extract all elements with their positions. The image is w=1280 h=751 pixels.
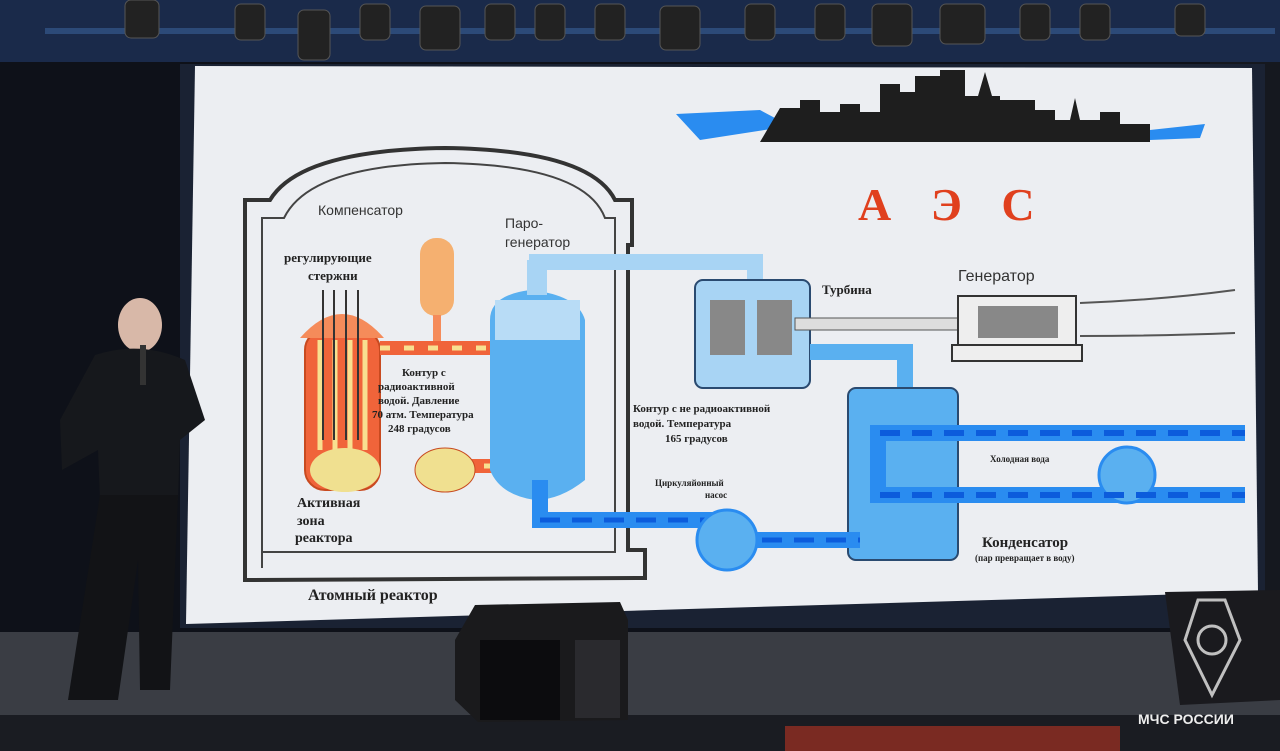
steam-line <box>529 254 763 280</box>
generator <box>951 289 1236 362</box>
label-primary-2: радиоактивной <box>378 381 455 393</box>
mchs-emblem <box>1183 598 1242 699</box>
label-steam-generator-2: генератор <box>505 234 570 250</box>
label-reactor: Атомный реактор <box>308 587 438 604</box>
label-rods-1: регулирующие <box>284 250 372 265</box>
label-primary-1: Контур с <box>402 367 446 379</box>
label-condenser-note: (пар превращает в воду) <box>975 553 1074 563</box>
microphone <box>140 345 146 385</box>
circulation-pump <box>695 508 759 572</box>
steam-generator <box>490 260 585 500</box>
condenser <box>847 387 1245 561</box>
label-turbine: Турбина <box>822 282 872 297</box>
label-compensator: Компенсатор <box>318 202 403 218</box>
slide-title: А Э С <box>858 179 1049 230</box>
stage-lights <box>124 0 1206 61</box>
label-pump-2: насос <box>705 490 727 500</box>
label-secondary-1: Контур с не радиоактивной <box>633 403 771 415</box>
label-primary-4: 70 атм. Температура <box>372 409 474 421</box>
turbine <box>694 279 966 389</box>
label-primary-3: водой. Давление <box>378 395 460 407</box>
label-rods-2: стержни <box>308 268 358 283</box>
watermark-text: МЧС РОССИИ <box>1138 711 1234 727</box>
label-core-3: реактора <box>295 531 353 546</box>
presenter <box>60 298 205 700</box>
containment-building <box>243 145 647 583</box>
stage-monitor-speaker <box>455 602 628 722</box>
label-secondary-3: 165 градусов <box>665 433 728 445</box>
reactor-vessel <box>300 290 384 492</box>
cooling-pump <box>1097 445 1157 505</box>
label-core-2: зона <box>297 514 325 529</box>
pressurizer <box>420 238 454 345</box>
label-cold-water: Холодная вода <box>990 454 1050 464</box>
city-skyline <box>676 70 1205 142</box>
label-steam-generator-1: Паро- <box>505 215 543 231</box>
label-secondary-2: водой. Температура <box>633 418 732 430</box>
label-primary-5: 248 градусов <box>388 423 451 435</box>
label-condenser: Конденсатор <box>982 535 1068 551</box>
stage-banner <box>785 726 1120 751</box>
stage-floor <box>0 632 1280 722</box>
label-pump-1: Циркуляйонный <box>655 478 724 488</box>
label-core-1: Активная <box>297 496 361 511</box>
label-generator: Генератор <box>958 268 1035 285</box>
